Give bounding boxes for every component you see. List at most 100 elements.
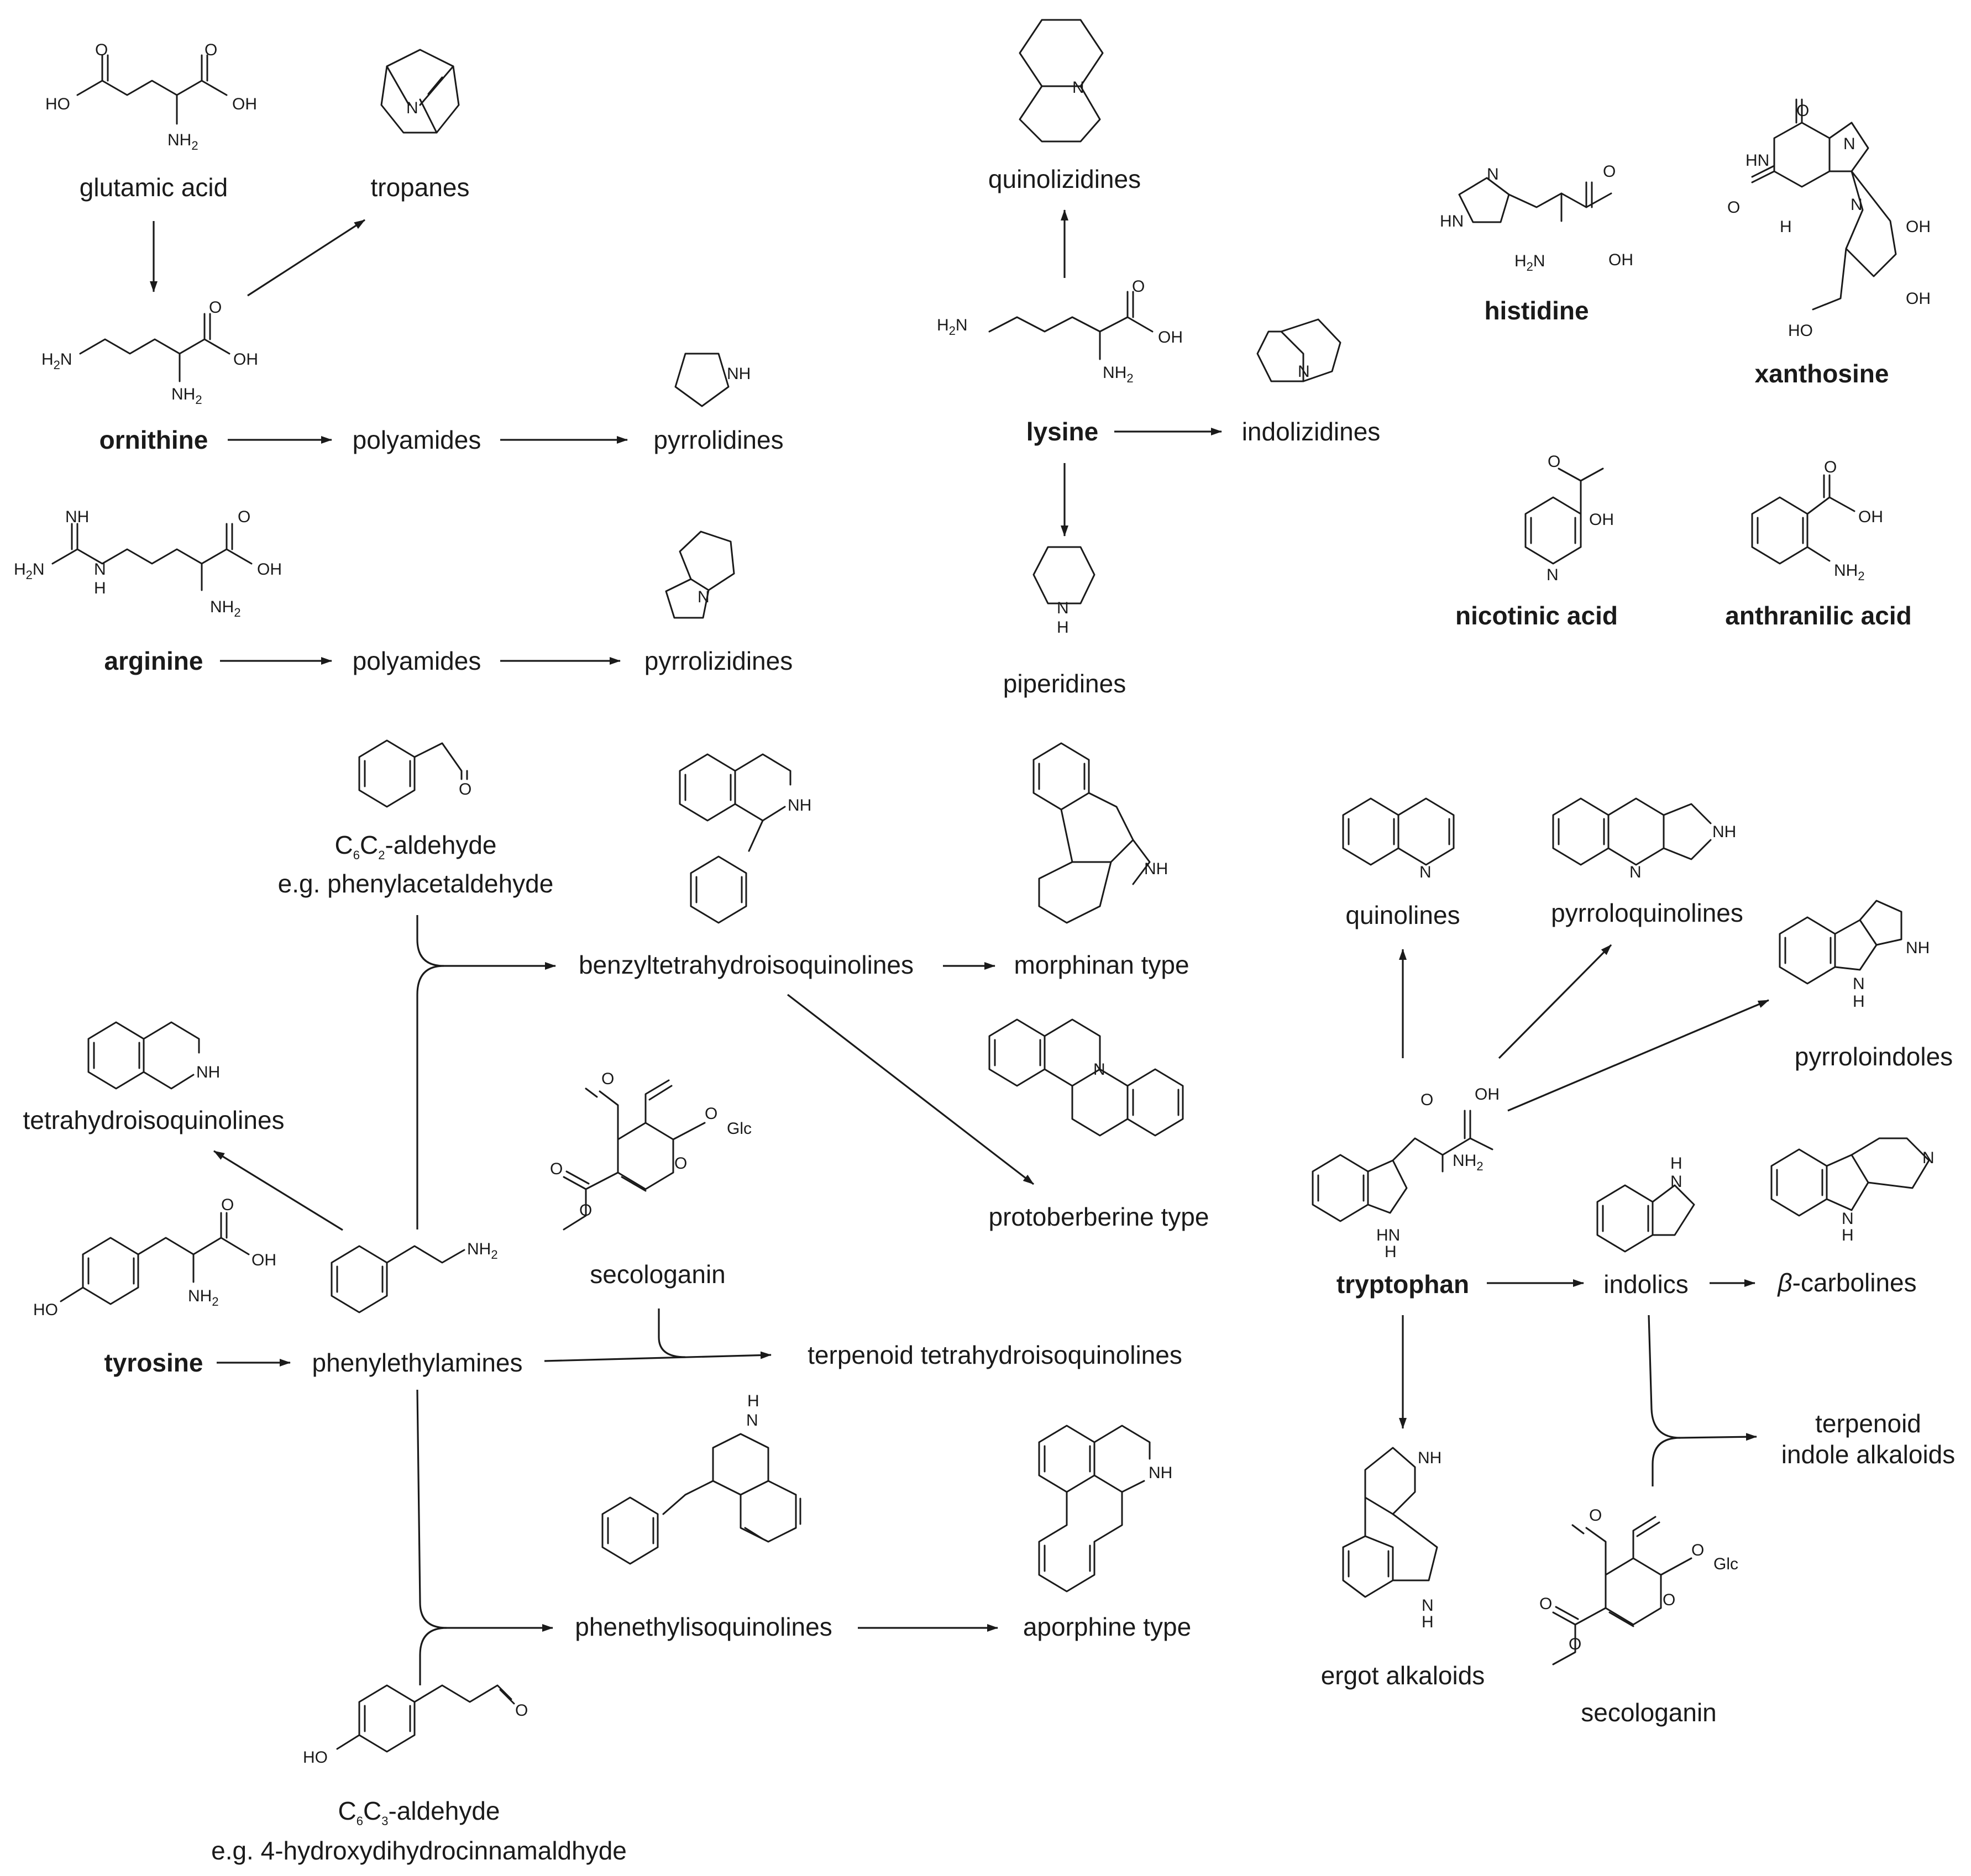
atom-n: N (406, 99, 418, 117)
label-terpenoid-indole-1: terpenoid (1815, 1409, 1921, 1438)
label-phenylethylamines: phenylethylamines (312, 1348, 522, 1377)
atom-o: O (579, 1201, 592, 1220)
atom-oh: OH (1475, 1085, 1500, 1103)
atom-n: N (1853, 975, 1865, 993)
atom-h: H (1670, 1154, 1682, 1173)
structure-piperidine: N H (1032, 546, 1095, 637)
label-tyrosine: tyrosine (104, 1348, 203, 1377)
label-piperidines: piperidines (1003, 669, 1126, 698)
label-polyamides-1: polyamides (353, 425, 481, 454)
atom-h: H (1780, 218, 1792, 236)
atom-n: N (1298, 362, 1310, 381)
label-morphinan-type: morphinan type (1014, 950, 1189, 979)
structure-tetrahydroisoquinoline: NH (87, 1021, 220, 1090)
label-terpenoid-tetrahydroisoquinolines: terpenoid tetrahydroisoquinolines (808, 1341, 1182, 1369)
atom-nh2: NH2 (1834, 561, 1865, 583)
atom-o: O (1589, 1506, 1602, 1525)
labels: glutamic acid tropanes ornithine polyami… (23, 165, 1955, 1865)
atom-glc: Glc (1713, 1555, 1738, 1573)
atom-o: O (1663, 1591, 1675, 1609)
atom-o: O (674, 1154, 687, 1173)
atom-ho: HO (33, 1301, 58, 1319)
structure-glutamic-acid: O O HO OH NH2 (45, 41, 257, 153)
atom-oh: OH (1158, 328, 1183, 346)
arrow-phenylethylamine-to-thiq (213, 1150, 343, 1231)
label-indolizidines: indolizidines (1242, 417, 1381, 446)
structure-pyrroloquinoline: N NH (1552, 797, 1736, 881)
curve-indolics-down (1648, 1315, 1681, 1439)
label-aporphine-type: aporphine type (1023, 1612, 1191, 1641)
atom-n: N (94, 560, 106, 579)
structure-quinoline: N (1342, 797, 1455, 881)
atom-h2n: H2N (41, 350, 72, 372)
label-indolics: indolics (1603, 1270, 1688, 1299)
structure-pyrrolizidine: N (665, 530, 735, 619)
structure-benzyltetrahydroisoquinoline: NH (679, 753, 811, 924)
structure-beta-carboline: N H N (1770, 1137, 1935, 1244)
atom-o: O (705, 1105, 717, 1123)
curve-phenylethylamine-to-btiq (416, 965, 444, 1229)
arrow-btiq-to-protoberberine (787, 994, 1034, 1185)
atom-o: O (1727, 198, 1740, 217)
structure-morphinan: NH (1032, 742, 1168, 924)
structure-lysine: O OH H2N NH2 (937, 277, 1183, 385)
atom-nh2: NH2 (171, 385, 202, 407)
atom-n: N (1547, 566, 1559, 584)
atom-o: O (1569, 1635, 1581, 1653)
atom-n: N (1419, 863, 1432, 881)
structure-ornithine: O OH H2N NH2 (41, 298, 258, 407)
atom-o: O (1824, 458, 1837, 476)
atom-oh: OH (1589, 511, 1614, 529)
atom-n: N (746, 1411, 758, 1430)
atom-h: H (1853, 992, 1865, 1011)
reaction-arrows (150, 209, 1769, 1685)
structure-xanthosine: O HN N N O H OH OH HO (1727, 98, 1931, 340)
atom-n: N (1922, 1149, 1935, 1167)
label-terpenoid-indole-2: indole alkaloids (1781, 1440, 1956, 1469)
structure-pyrroloindole: NH N H (1779, 900, 1930, 1011)
atom-o: O (1796, 102, 1809, 120)
structure-tyrosine: O OH HO NH2 (33, 1196, 276, 1319)
label-secologanin-1: secologanin (590, 1260, 726, 1289)
label-arginine: arginine (104, 647, 203, 675)
atom-nh: NH (788, 796, 811, 814)
label-secologanin-2: secologanin (1581, 1698, 1717, 1727)
atom-nh: NH (1712, 823, 1736, 841)
arrow-phenylethylamines-to-terpenoid-thiq (544, 1351, 772, 1362)
label-lysine: lysine (1026, 417, 1098, 446)
atom-o: O (1603, 162, 1616, 181)
structure-secologanin-2: O O O Glc O O (1539, 1506, 1738, 1665)
curve-c6c3-join (419, 1627, 447, 1685)
atom-oh: OH (1906, 290, 1931, 308)
atom-o: O (1539, 1595, 1552, 1613)
structure-indole: H N (1596, 1154, 1695, 1253)
atom-n: N (1842, 1210, 1854, 1228)
atom-h2n: H2N (1514, 252, 1545, 274)
label-c6c3-aldehyde: C6C3-aldehyde (338, 1796, 500, 1828)
atom-nh2: NH2 (1453, 1152, 1484, 1173)
atom-n: N (1487, 165, 1499, 183)
atom-h: H (94, 579, 106, 597)
label-c6c3-example: e.g. 4-hydroxydihydrocinnamaldhyde (211, 1836, 627, 1865)
atom-n: N (698, 588, 710, 606)
atom-h: H (1385, 1243, 1397, 1261)
arrow-to-terpenoid-indole-alkaloids (1680, 1433, 1757, 1441)
atom-o: O (1420, 1091, 1433, 1109)
arrow-tryptophan-to-pyrroloquinolines (1498, 944, 1612, 1059)
structure-hydroxydihydrocinnamaldehyde: O HO (303, 1684, 528, 1767)
label-phenethylisoquinolines: phenethylisoquinolines (575, 1612, 832, 1641)
atom-o: O (1691, 1541, 1704, 1559)
atom-oh: OH (1858, 508, 1883, 526)
label-ornithine: ornithine (99, 425, 208, 454)
atom-h: H (747, 1392, 759, 1410)
atom-o: O (221, 1196, 234, 1214)
label-protoberberine-type: protoberberine type (989, 1202, 1209, 1231)
atom-hn: HN (1376, 1226, 1400, 1244)
label-tryptophan: tryptophan (1336, 1270, 1469, 1299)
structure-phenylacetaldehyde: O (358, 739, 471, 808)
structure-tropane: N (380, 49, 460, 134)
atom-o: O (95, 41, 108, 59)
label-pyrrolidines: pyrrolidines (653, 425, 783, 454)
atom-o: O (515, 1701, 528, 1720)
atom-o: O (459, 780, 471, 798)
